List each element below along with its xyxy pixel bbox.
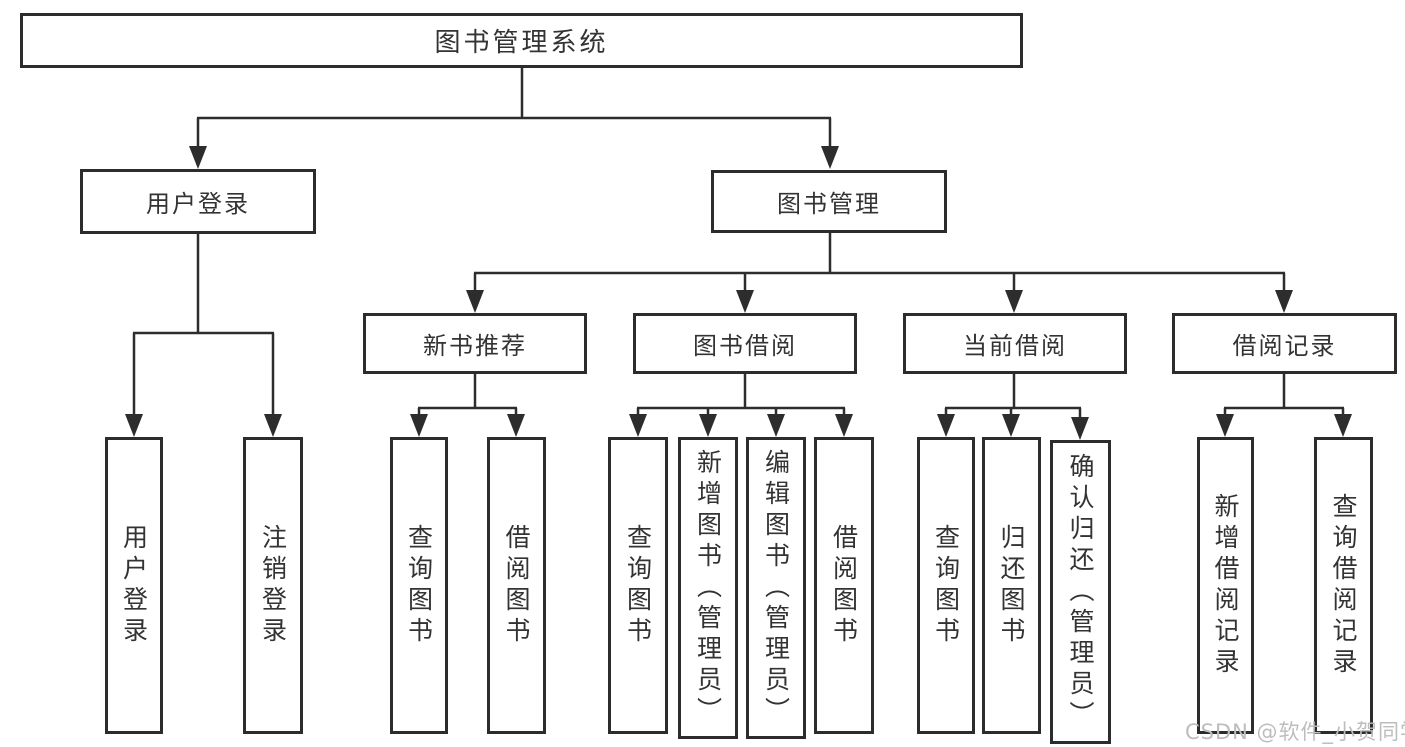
node-borrow-take-label: 借阅图书 [829, 523, 859, 648]
node-current-return-label: 归还图书 [997, 523, 1026, 648]
node-records-add: 新增借阅记录 [1197, 437, 1254, 734]
node-current-query-label: 查询图书 [931, 523, 961, 648]
node-book-management-label: 图书管理 [777, 190, 881, 218]
arrowhead-icons [125, 146, 1352, 440]
node-current-query: 查询图书 [917, 437, 975, 734]
node-borrow-edit-admin: 编辑图书（管理员） [746, 437, 806, 739]
node-borrow-add-admin-label: 新增图书（管理员） [693, 448, 723, 728]
node-records-query: 查询借阅记录 [1314, 437, 1373, 734]
node-borrow-edit-admin-label: 编辑图书（管理员） [761, 448, 791, 728]
node-records-query-label: 查询借阅记录 [1329, 492, 1358, 679]
node-new-book-recommend: 新书推荐 [363, 313, 587, 374]
node-newbook-borrow: 借阅图书 [487, 437, 546, 734]
node-borrow-add-admin: 新增图书（管理员） [678, 437, 738, 739]
csdn-watermark: CSDN @软件_小贺同学 [1185, 720, 1405, 744]
node-borrow-take: 借阅图书 [814, 437, 874, 734]
node-login-user: 用户登录 [105, 437, 163, 734]
node-book-borrow: 图书借阅 [633, 313, 857, 374]
node-login-logout-label: 注销登录 [258, 523, 288, 648]
node-current-borrow-label: 当前借阅 [963, 332, 1067, 360]
node-root: 图书管理系统 [20, 13, 1023, 68]
node-root-label: 图书管理系统 [434, 28, 609, 58]
node-borrow-records: 借阅记录 [1172, 313, 1397, 374]
node-current-confirm-admin-label: 确认归还（管理员） [1066, 452, 1095, 732]
node-records-add-label: 新增借阅记录 [1211, 492, 1240, 679]
node-user-login: 用户登录 [80, 169, 316, 234]
node-current-borrow: 当前借阅 [903, 313, 1127, 374]
node-borrow-records-label: 借阅记录 [1232, 332, 1337, 360]
node-borrow-query: 查询图书 [608, 437, 668, 734]
node-new-book-recommend-label: 新书推荐 [423, 332, 527, 360]
node-user-login-label: 用户登录 [146, 190, 250, 218]
node-login-logout: 注销登录 [243, 437, 303, 734]
node-login-user-label: 用户登录 [119, 523, 149, 648]
node-book-management: 图书管理 [711, 170, 947, 233]
node-newbook-query-label: 查询图书 [404, 523, 434, 648]
node-newbook-query: 查询图书 [390, 437, 448, 734]
node-current-return: 归还图书 [982, 437, 1041, 734]
node-book-borrow-label: 图书借阅 [693, 332, 797, 360]
node-newbook-borrow-label: 借阅图书 [502, 523, 531, 648]
node-borrow-query-label: 查询图书 [623, 523, 653, 648]
node-current-confirm-admin: 确认归还（管理员） [1050, 440, 1111, 744]
